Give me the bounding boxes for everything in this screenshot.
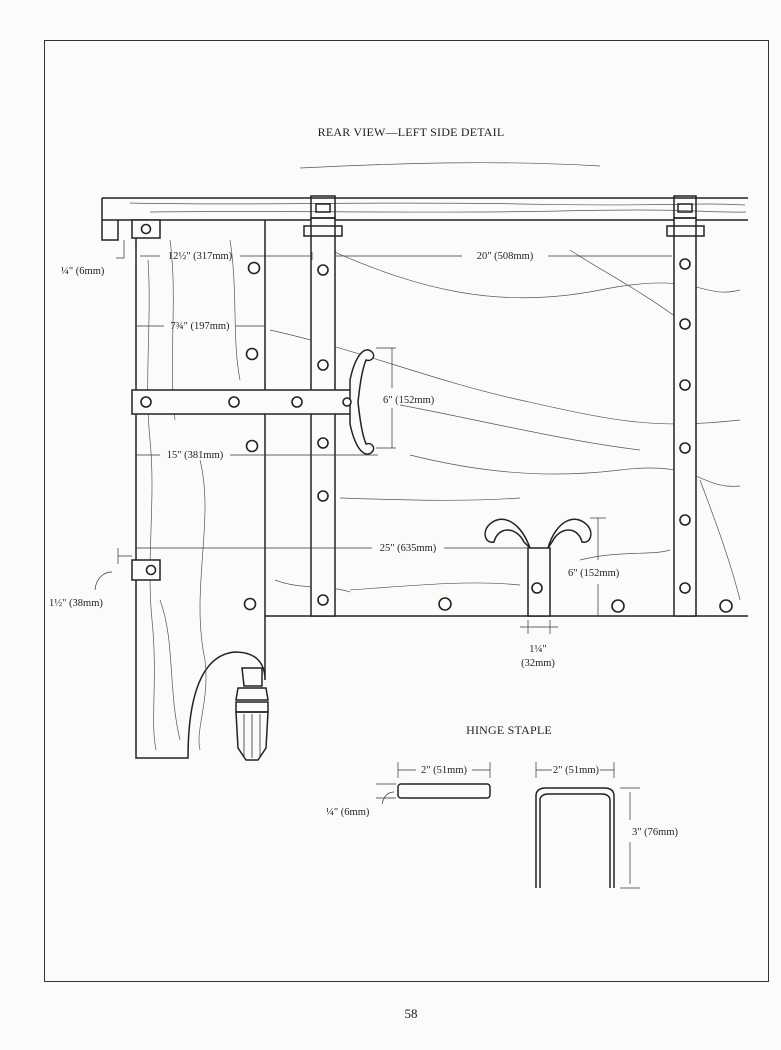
hinge-staple-title: HINGE STAPLE — [466, 723, 552, 737]
dim-15: 15" (381mm) — [167, 450, 224, 461]
hinge-strap — [131, 349, 375, 455]
back-panel — [265, 249, 748, 617]
vertical-strap-center — [303, 195, 343, 617]
dim-7-75: 7¾" (197mm) — [170, 321, 230, 332]
dimension-lines — [94, 240, 672, 634]
dim-6-hinge: 6" (152mm) — [383, 395, 435, 406]
dim-6-staple: 6" (152mm) — [568, 568, 620, 579]
dim-quarter-6mm: ¼" (6mm) — [61, 266, 105, 277]
rivets — [140, 223, 733, 613]
page-number: 58 — [405, 1006, 418, 1021]
staple-curl — [484, 518, 592, 617]
dim-1-5: 1½" (38mm) — [49, 598, 103, 609]
dim-12-5: 12½" (317mm) — [168, 251, 233, 262]
left-leg — [135, 220, 266, 759]
staple-flat-view: 2" (51mm) ¼" (6mm) — [326, 762, 491, 818]
vertical-strap-right — [666, 195, 705, 617]
staple-thickness: ¼" (6mm) — [326, 807, 370, 818]
dim-20: 20" (508mm) — [477, 251, 534, 262]
dim-25: 25" (635mm) — [380, 543, 437, 554]
staple-side-view: 2" (51mm) 3" (76mm) — [535, 762, 678, 889]
page-frame — [44, 40, 769, 982]
staple-width-right: 2" (51mm) — [553, 765, 599, 776]
staple-width-left: 2" (51mm) — [421, 765, 467, 776]
dim-1-25-in: 1¼" — [529, 644, 546, 655]
top-rail — [101, 162, 748, 241]
staple-height: 3" (76mm) — [632, 827, 678, 838]
drawing-title: REAR VIEW—LEFT SIDE DETAIL — [318, 125, 505, 139]
leg-finial — [235, 667, 269, 761]
dim-1-25-mm: (32mm) — [521, 658, 555, 669]
